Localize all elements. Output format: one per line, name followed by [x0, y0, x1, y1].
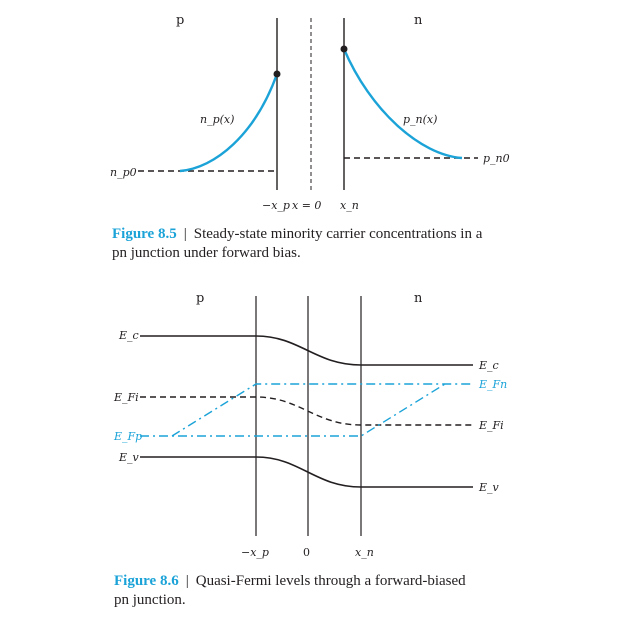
caption-fig-number: Figure 8.5 [112, 226, 177, 242]
efi-dashed [140, 396, 473, 426]
ev-band [140, 456, 473, 488]
efn-quasi-fermi [171, 383, 473, 437]
region-n-label-2: n [414, 291, 423, 306]
axis-label-xn-2: x_n [355, 546, 374, 559]
figure-8-5-caption-line2: pn junction under forward bias. [112, 245, 301, 261]
figure-8-6: p n E_c E_Fi E_Fp E_v E_c E_Fn E_Fi E_v … [113, 291, 507, 608]
pn-edge-dot [340, 45, 348, 53]
figure-8-5-caption: Figure 8.5 | Steady-state minority carri… [112, 225, 483, 242]
np-curve [179, 73, 279, 173]
caption-fig-number-2: Figure 8.6 [114, 573, 179, 589]
ec-label-left: E_c [118, 329, 139, 342]
np-edge-dot [273, 70, 281, 78]
region-p-label: p [176, 13, 184, 28]
axis-label-zero-2: 0 [303, 546, 310, 559]
ev-label-right: E_v [478, 481, 500, 494]
np-curve-label: n_p(x) [200, 113, 234, 126]
caption-line1: Steady-state minority carrier concentrat… [194, 226, 483, 242]
figure-8-6-caption: Figure 8.6 | Quasi-Fermi levels through … [114, 572, 466, 589]
axis-label-neg-xp-2: −x_p [241, 546, 269, 559]
caption-separator: | [184, 226, 187, 242]
figure-8-6-caption-line2: pn junction. [114, 592, 186, 608]
pn0-label: p_n0 [483, 152, 510, 165]
efn-label-right: E_Fn [478, 378, 507, 391]
efp-quasi-fermi [140, 383, 446, 437]
figure-8-5: p n n_p(x) p_n(x) n_p0 p_n0 −x_p x = 0 x… [110, 13, 510, 261]
pn-curve [342, 48, 463, 160]
np0-label: n_p0 [110, 166, 137, 179]
ev-label-left: E_v [118, 451, 140, 464]
region-n-label: n [414, 13, 423, 28]
pn-curve-label: p_n(x) [403, 113, 437, 126]
efp-label-left: E_Fp [113, 430, 142, 443]
axis-label-x0: x = 0 [292, 199, 321, 212]
region-p-label-2: p [196, 291, 204, 306]
ec-label-right: E_c [478, 359, 499, 372]
ec-band [140, 335, 473, 366]
axis-label-neg-xp: −x_p [262, 199, 290, 212]
caption-line1-2: Quasi-Fermi levels through a forward-bia… [196, 573, 466, 589]
axis-label-xn: x_n [340, 199, 359, 212]
efi-label-right: E_Fi [478, 419, 504, 432]
efi-label-left: E_Fi [113, 391, 139, 404]
caption-separator-2: | [186, 573, 189, 589]
